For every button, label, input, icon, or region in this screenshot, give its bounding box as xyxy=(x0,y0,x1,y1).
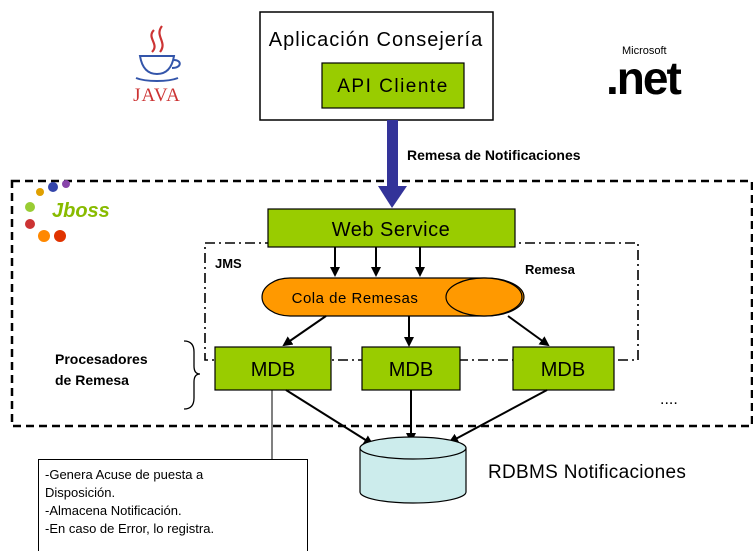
java-logo: JAVA xyxy=(133,25,181,106)
mdb-note: -Genera Acuse de puesta a Disposición. -… xyxy=(38,459,308,551)
java-logo-text: JAVA xyxy=(133,85,181,106)
mdb-to-db-arrow xyxy=(448,389,548,443)
rdbms-database-icon xyxy=(359,436,467,504)
note-line: -En caso de Error, lo registra. xyxy=(45,521,215,536)
jms-label: JMS xyxy=(215,256,242,271)
web-service-box xyxy=(267,208,516,248)
mdb-box xyxy=(214,346,332,391)
note-line: -Almacena Notificación. xyxy=(45,503,182,518)
rdbms-label: RDBMS Notificaciones xyxy=(488,462,686,483)
cola-to-mdb-arrow xyxy=(282,315,327,347)
remesa-label: Remesa xyxy=(525,262,576,277)
api-cliente-box xyxy=(321,62,465,109)
mdb-box xyxy=(512,346,615,391)
cola-de-remesas-queue: Cola de Remesas xyxy=(261,277,525,317)
remesa-arrow xyxy=(378,120,407,208)
procesadores-brace xyxy=(183,340,201,410)
cola-label: Cola de Remesas xyxy=(292,290,419,307)
mdb-label: MDB xyxy=(251,359,295,381)
procesadores-label-line2: de Remesa xyxy=(55,372,129,388)
mdb-label: MDB xyxy=(389,359,433,381)
net-text: .net xyxy=(606,52,681,104)
jboss-logo-text: Jboss xyxy=(52,200,110,222)
note-line: Disposición. xyxy=(45,485,116,500)
api-cliente-label: API Cliente xyxy=(337,76,449,97)
remesa-notificaciones-label: Remesa de Notificaciones xyxy=(407,147,581,163)
microsoft-text: Microsoft xyxy=(622,45,667,57)
dotnet-logo: Microsoft .net xyxy=(606,45,683,104)
procesadores-label-line1: Procesadores xyxy=(55,351,148,367)
ellipsis: .... xyxy=(660,391,678,408)
jboss-logo: Jboss xyxy=(25,180,110,242)
note-line: -Genera Acuse de puesta a xyxy=(45,467,204,482)
aplicacion-consejeria-title: Aplicación Consejería xyxy=(269,29,483,51)
mdb-label: MDB xyxy=(541,359,585,381)
mdb-to-db-arrow xyxy=(285,389,374,446)
mdb-box xyxy=(361,346,461,391)
jboss-container xyxy=(10,179,753,428)
web-service-label: Web Service xyxy=(332,219,451,241)
cola-to-mdb-arrow xyxy=(507,315,550,347)
